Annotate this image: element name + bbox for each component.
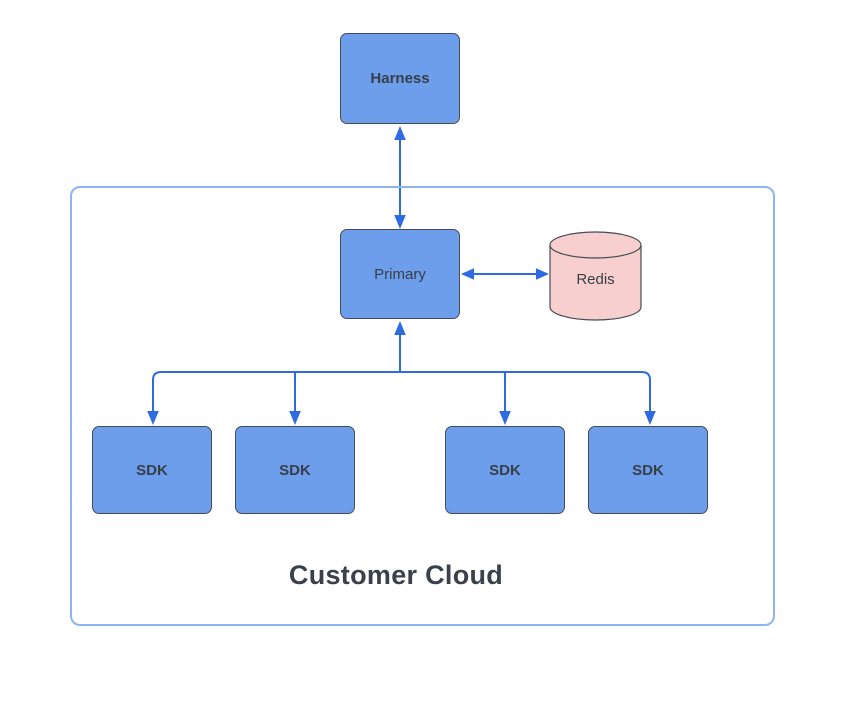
node-sdk-2-label: SDK (279, 461, 311, 479)
customer-cloud-container: Customer Cloud (70, 186, 775, 626)
node-sdk-2: SDK (235, 426, 355, 514)
node-sdk-4-label: SDK (632, 461, 664, 479)
node-redis-label: Redis (576, 271, 615, 288)
node-sdk-4: SDK (588, 426, 708, 514)
node-sdk-3-label: SDK (489, 461, 521, 479)
node-harness: Harness (340, 33, 460, 124)
node-primary-label: Primary (374, 265, 426, 283)
node-sdk-1-label: SDK (136, 461, 168, 479)
edge-harness-primary (394, 126, 406, 229)
node-harness-label: Harness (370, 70, 430, 87)
edge-primary-sdks (147, 321, 656, 425)
node-primary: Primary (340, 229, 460, 319)
node-sdk-1: SDK (92, 426, 212, 514)
node-redis: Redis (549, 231, 642, 321)
redis-cylinder-shape (549, 231, 642, 321)
node-sdk-3: SDK (445, 426, 565, 514)
edge-primary-redis (461, 268, 549, 280)
customer-cloud-label: Customer Cloud (288, 560, 504, 590)
